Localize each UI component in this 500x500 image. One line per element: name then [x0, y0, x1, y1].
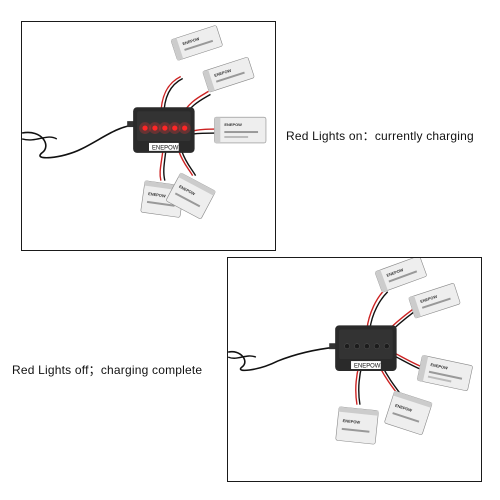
svg-text:ENEPOW: ENEPOW [419, 294, 438, 304]
charger-illustration-charging: ENEPOW ENEPOW ENEPOW ENEPOW ENEPOW [22, 25, 267, 219]
led-4 [373, 343, 380, 350]
led-3 [364, 343, 370, 350]
charging-photo-lights-on: ENEPOW ENEPOW ENEPOW ENEPOW ENEPOW [21, 21, 276, 251]
led-2 [152, 125, 158, 131]
battery-top-right: ENEPOW [202, 57, 255, 93]
led-5 [182, 125, 188, 131]
svg-text:ENEPOW: ENEPOW [224, 122, 242, 127]
battery-right: ENEPOW [417, 355, 473, 391]
led-indicators-off [344, 343, 390, 350]
usb-cable [228, 343, 340, 372]
usb-plug [127, 121, 138, 128]
svg-text:ENEPOW: ENEPOW [394, 403, 413, 413]
caption-charging: Red Lights on：currently charging [286, 129, 474, 143]
led-1 [142, 125, 148, 131]
svg-text:ENEPOW: ENEPOW [148, 191, 166, 198]
led-3 [162, 125, 168, 131]
svg-text:ENEPOW: ENEPOW [213, 68, 232, 78]
led-2 [354, 343, 360, 350]
led-4 [172, 125, 178, 131]
battery-right: ENEPOW [214, 116, 267, 144]
charging-hub: ENEPOW [335, 325, 397, 371]
led-indicators-on [139, 122, 191, 135]
hub-brand-label: ENEPOW [354, 364, 381, 370]
led-1 [344, 343, 350, 350]
battery-top-left: ENEPOW [170, 25, 223, 61]
led-5 [383, 343, 390, 350]
battery-bottom-right: ENEPOW [384, 390, 433, 435]
svg-text:ENEPOW: ENEPOW [182, 36, 201, 46]
battery-top-left: ENEPOW [374, 258, 427, 293]
hub-brand-label: ENEPOW [152, 145, 179, 151]
usb-plug [329, 343, 340, 350]
battery-bottom-right: ENEPOW [166, 172, 216, 219]
charging-photo-lights-off: ENEPOW ENEPOW ENEPOW ENEPOW ENEPOW [227, 257, 482, 482]
svg-text:ENEPOW: ENEPOW [430, 362, 448, 371]
svg-text:ENEPOW: ENEPOW [386, 267, 404, 278]
charging-hub: ENEPOW [133, 107, 195, 153]
usb-cable [22, 121, 138, 159]
battery-top-right: ENEPOW [408, 283, 461, 319]
charger-illustration-complete: ENEPOW ENEPOW ENEPOW ENEPOW ENEPOW [228, 258, 473, 445]
battery-leads [159, 75, 216, 181]
svg-text:ENEPOW: ENEPOW [342, 418, 360, 425]
caption-complete: Red Lights off；charging complete [12, 363, 203, 377]
battery-bottom-left: ENEPOW [335, 406, 379, 445]
